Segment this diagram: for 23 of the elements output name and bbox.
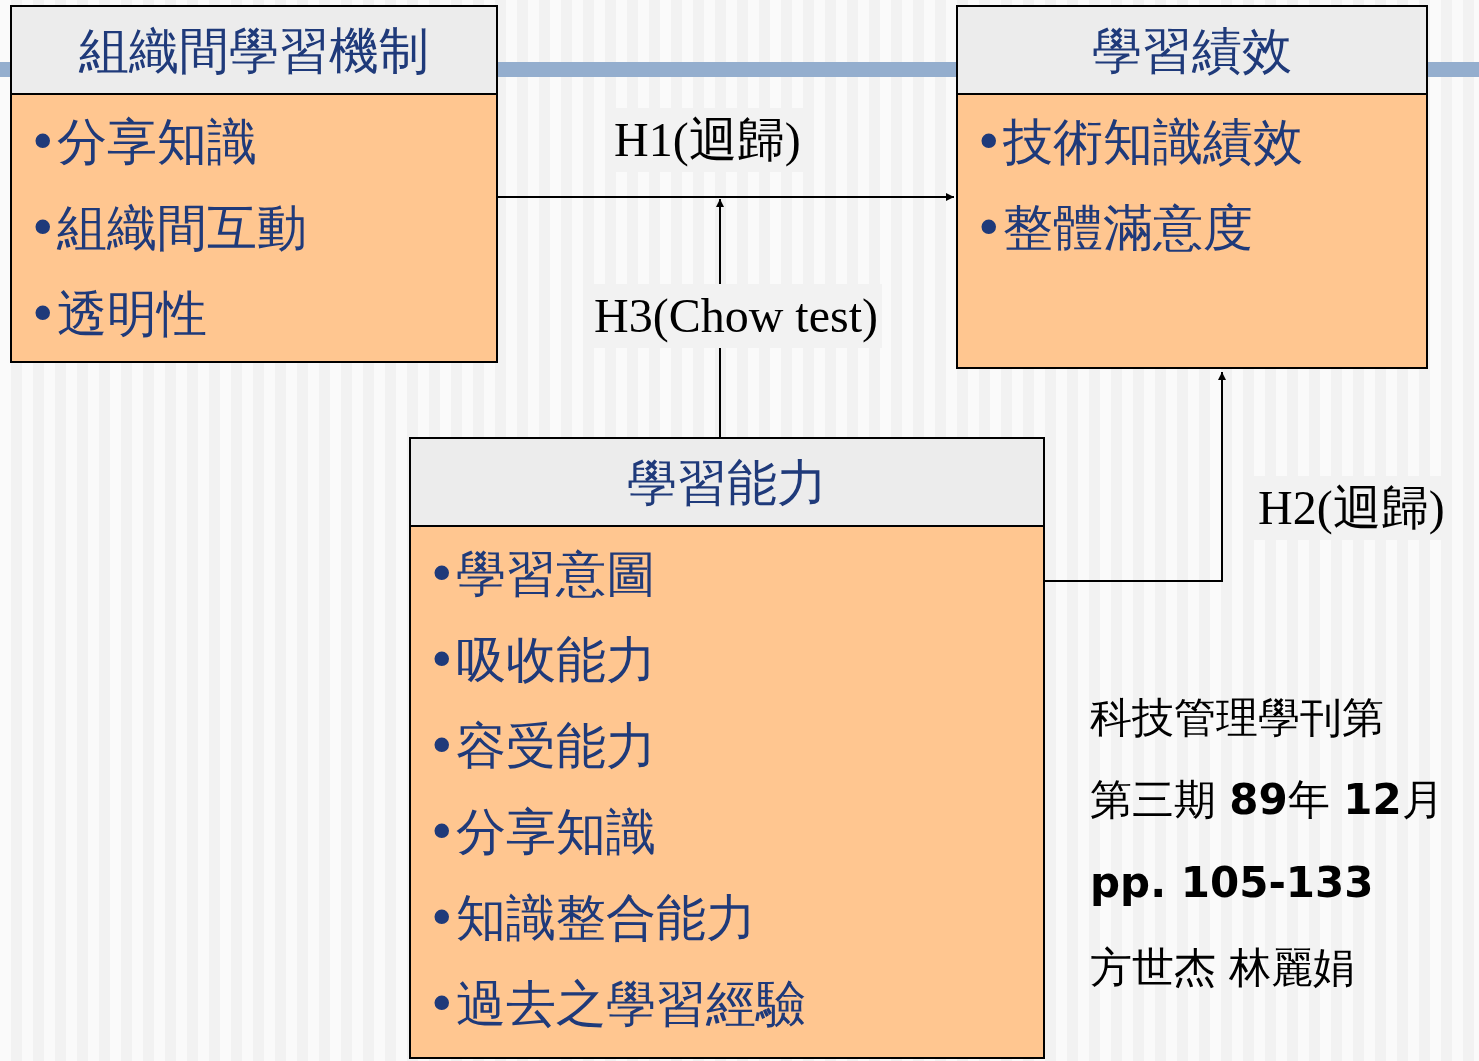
citation-text: 方世杰 林麗娟 (1090, 942, 1356, 994)
concept-box (409, 437, 1045, 1059)
concept-box (956, 5, 1428, 369)
citation-text: 科技管理學刊第 (1090, 692, 1384, 744)
box-heading: 學習績效 (958, 7, 1426, 95)
citation-text: 第三期 89年 12月 (1090, 774, 1444, 826)
bullet-item: •分享知識 (427, 802, 657, 863)
arrow (497, 193, 955, 201)
bullet-item: •容受能力 (427, 716, 657, 777)
arrow (1044, 371, 1226, 582)
bullet-item: •知識整合能力 (427, 888, 757, 949)
box-heading: 組織間學習機制 (12, 7, 496, 95)
bullet-item: •透明性 (28, 284, 208, 345)
citation-text: pp. 105-133 (1090, 857, 1374, 909)
bullet-item: •分享知識 (28, 112, 258, 173)
bullet-item: •技術知識績效 (974, 112, 1304, 173)
bullet-item: •整體滿意度 (974, 198, 1254, 259)
concept-box (10, 5, 498, 363)
bullet-item: •過去之學習經驗 (427, 974, 807, 1035)
bullet-item: •學習意圖 (427, 544, 657, 605)
box-heading: 學習能力 (411, 439, 1043, 527)
bullet-item: •吸收能力 (427, 630, 657, 691)
bullet-item: •組織間互動 (28, 198, 308, 259)
